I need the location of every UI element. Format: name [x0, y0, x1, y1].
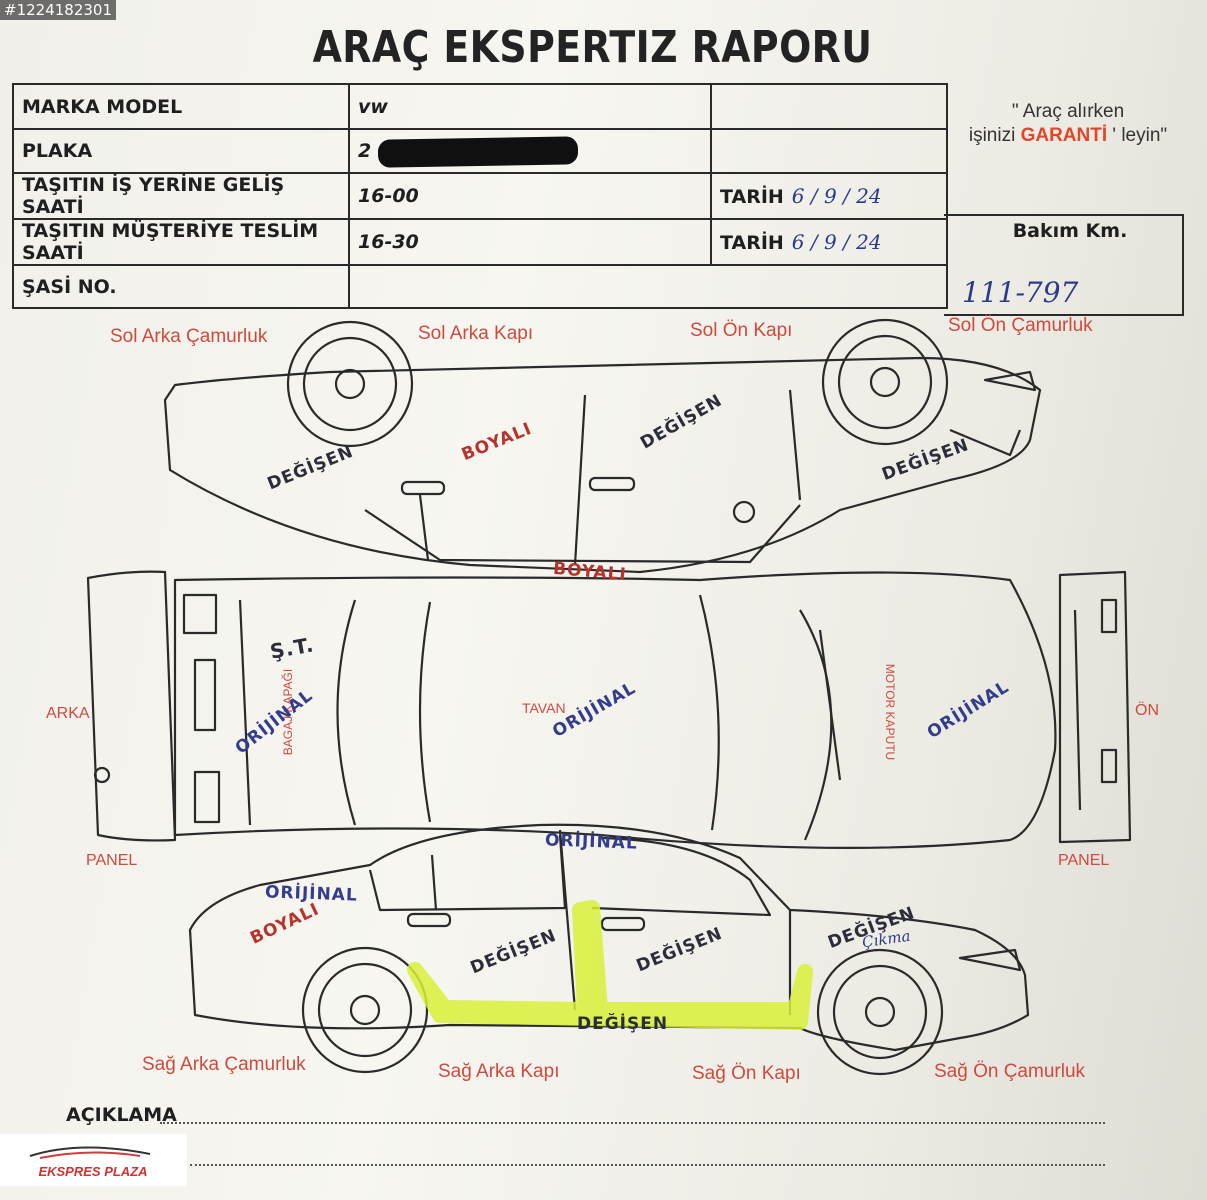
- plaka-redaction: [377, 136, 579, 168]
- aciklama-label: AÇIKLAMA: [66, 1104, 177, 1126]
- stamp-degisen-sag-marspiyel: DEĞİŞEN: [577, 1014, 669, 1034]
- car-right-side-view: [188, 823, 1030, 1076]
- label-sol-on-camurluk: Sol Ön Çamurluk: [948, 315, 1093, 336]
- empty-cell-2: [710, 128, 948, 174]
- slogan-pre: işinizi: [968, 125, 1021, 146]
- tarih-cell-2: TARİH 6 / 9 / 24: [710, 218, 948, 266]
- teslim-saati-label: TAŞITIN MÜŞTERİYE TESLİM SAATİ: [12, 218, 350, 266]
- label-tavan: TAVAN: [522, 700, 566, 716]
- plaka-label: PLAKA: [12, 128, 350, 174]
- label-sag-on-camurluk: Sağ Ön Çamurluk: [934, 1061, 1086, 1082]
- sasi-label: ŞASİ NO.: [12, 264, 350, 309]
- bakim-km-label: Bakım Km.: [1012, 220, 1128, 242]
- label-arka: ARKA: [46, 705, 90, 722]
- car-left-side-view: [163, 318, 1042, 574]
- marka-model-label: MARKA MODEL: [12, 83, 350, 130]
- label-sag-on-kapi: Sağ Ön Kapı: [692, 1063, 801, 1084]
- slogan-post: ' leyin": [1107, 125, 1168, 146]
- listing-id: #1224182301: [0, 0, 117, 20]
- marka-model-value: vw: [348, 83, 712, 130]
- label-sag-arka-kapi: Sağ Arka Kapı: [438, 1061, 560, 1082]
- report-title: ARAÇ EKSPERTIZ RAPORU: [312, 22, 873, 73]
- label-sol-arka-camurluk: Sol Arka Çamurluk: [110, 326, 268, 347]
- slogan-highlight: GARANTİ: [1020, 125, 1108, 146]
- label-sol-on-kapi: Sol Ön Kapı: [690, 320, 793, 341]
- car-diagram: [86, 318, 1132, 1076]
- label-motor-kaputu: MOTOR KAPUTU: [883, 663, 898, 761]
- label-panel-left: PANEL: [86, 852, 138, 869]
- sill-highlight: [407, 900, 813, 1030]
- sasi-value: [348, 264, 948, 309]
- car-top-view: [86, 570, 1132, 849]
- tarih-label-1: TARİH: [720, 186, 784, 208]
- plaka-value: 2: [358, 140, 372, 162]
- tarih-cell-1: TARİH 6 / 9 / 24: [710, 172, 948, 220]
- teslim-saati-value: 16-30: [348, 218, 712, 266]
- slogan-line-1: " Araç alırken: [1011, 101, 1125, 122]
- label-panel-right: PANEL: [1058, 852, 1110, 869]
- empty-cell-1: [710, 83, 948, 130]
- stamp-orijinal-sag-tavan: ORİJİNAL: [544, 830, 639, 854]
- svg-text:EKSPRES PLAZA: EKSPRES PLAZA: [38, 1164, 147, 1179]
- label-on: ÖN: [1135, 702, 1159, 719]
- gelis-saati-label: TAŞITIN İŞ YERİNE GELİŞ SAATİ: [12, 172, 350, 220]
- label-sag-arka-camurluk: Sağ Arka Çamurluk: [142, 1054, 306, 1075]
- aciklama-line-1: [160, 1122, 1105, 1124]
- slogan-line-2: işinizi GARANTİ ' leyin": [948, 124, 1188, 148]
- label-sol-arka-kapi: Sol Arka Kapı: [418, 323, 534, 344]
- ekspres-plaza-logo-mark: EKSPRES PLAZA: [29, 1146, 151, 1179]
- bakim-km-box: [944, 214, 1184, 316]
- bakim-km-value: 111-797: [962, 276, 1079, 309]
- gelis-saati-value: 16-00: [348, 172, 712, 220]
- aciklama-line-2: [190, 1164, 1105, 1166]
- tarih-label-2: TARİH: [720, 232, 784, 254]
- slogan: " Araç alırken işinizi GARANTİ ' leyin": [948, 100, 1188, 148]
- vehicle-info-table: MARKA MODEL vw PLAKA 2 TAŞITIN İŞ YERİNE…: [12, 83, 948, 309]
- tarih-value-2: 6 / 9 / 24: [791, 230, 882, 254]
- ekspres-plaza-logo: EKSPRES PLAZA: [0, 1134, 187, 1186]
- tarih-value-1: 6 / 9 / 24: [791, 184, 882, 208]
- plaka-value-cell: 2: [348, 128, 712, 174]
